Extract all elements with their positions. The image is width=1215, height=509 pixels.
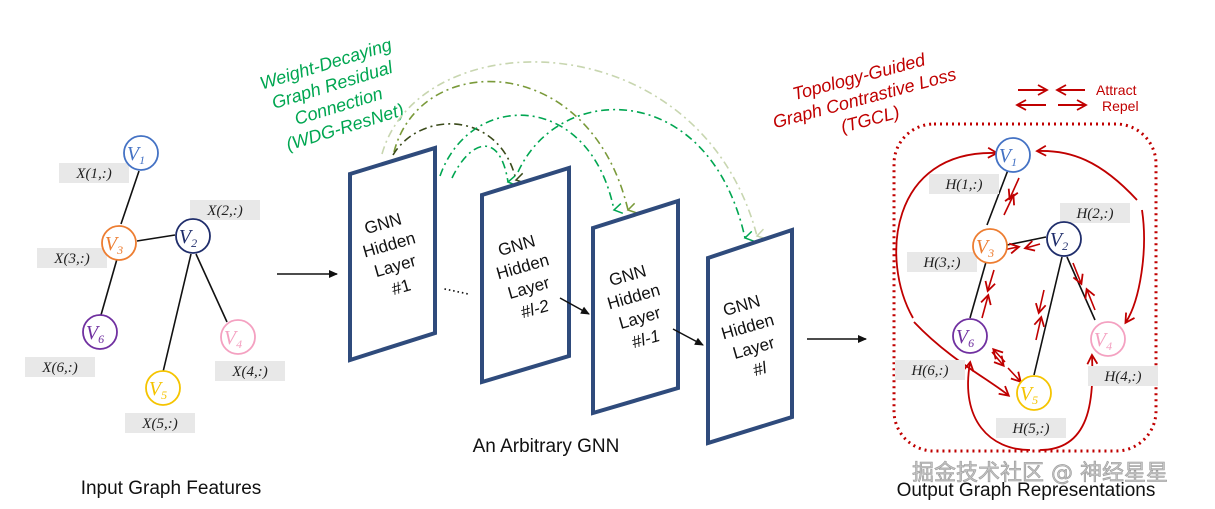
feature-x3: X(3,:) <box>37 248 107 268</box>
svg-text:H(1,:): H(1,:) <box>944 177 982 193</box>
feature-h2: H(2,:) <box>1060 203 1130 223</box>
residual-arc-green-2 <box>451 145 517 187</box>
attract-legend: Attract <box>1018 82 1137 98</box>
svg-text:V6: V6 <box>86 322 104 346</box>
arrow-l1-to-l <box>672 328 704 346</box>
output-graph-caption: Output Graph Representations <box>897 480 1156 501</box>
input-graph: X(1,:) X(2,:) X(3,:) X(6,:) X(4,:) X(5,:… <box>25 135 285 499</box>
svg-text:V3: V3 <box>976 236 994 260</box>
gnn-caption: An Arbitrary GNN <box>473 436 620 457</box>
edge-v1-v3 <box>120 170 140 225</box>
svg-text:V1: V1 <box>999 145 1017 169</box>
residual-arc-light <box>381 61 767 240</box>
svg-text:H(2,:): H(2,:) <box>1075 206 1113 222</box>
node-v4: V4 <box>220 319 256 355</box>
feature-label: X(5,:) <box>141 416 177 432</box>
svg-text:Repel: Repel <box>1102 98 1139 114</box>
input-graph-caption: Input Graph Features <box>81 478 262 499</box>
node-v3: V3 <box>101 225 137 261</box>
edge-v2-v4 <box>195 253 228 323</box>
output-node-v1: V1 <box>995 137 1031 173</box>
feature-label: X(1,:) <box>75 166 111 182</box>
svg-text:V4: V4 <box>1094 329 1112 353</box>
feature-h1: H(1,:) <box>929 174 999 194</box>
repel-arcs <box>895 144 1145 451</box>
gnn-layer-l-1: GNN Hidden Layer #l-1 <box>591 198 680 416</box>
svg-text:H(3,:): H(3,:) <box>922 255 960 271</box>
wdg-resnet-label: Weight-Decaying Graph Residual Connectio… <box>257 34 406 154</box>
svg-text:V4: V4 <box>224 327 242 351</box>
feature-label: X(6,:) <box>41 360 77 376</box>
feature-label: X(4,:) <box>231 364 267 380</box>
feature-x1: X(1,:) <box>59 163 129 183</box>
edge-v3-v6 <box>100 258 118 316</box>
svg-text:V6: V6 <box>956 326 974 350</box>
output-node-v5: V5 <box>1016 375 1052 411</box>
feature-x2: X(2,:) <box>190 200 260 220</box>
input-edges <box>100 170 228 373</box>
edge-v2-v5 <box>162 253 192 373</box>
svg-text:H(6,:): H(6,:) <box>910 363 948 379</box>
feature-h4: H(4,:) <box>1088 366 1158 386</box>
output-edges <box>969 169 1096 376</box>
residual-connections <box>381 61 767 242</box>
tgcl-legend: Attract Repel <box>1015 82 1139 114</box>
gnn-layer-1: GNN Hidden Layer #1 <box>348 145 437 363</box>
layer-ellipsis: ...... <box>442 277 472 299</box>
svg-text:V5: V5 <box>149 378 167 402</box>
output-node-v4: V4 <box>1090 321 1126 357</box>
feature-h6: H(6,:) <box>895 360 965 380</box>
svg-text:Attract: Attract <box>1096 82 1137 98</box>
node-v6: V6 <box>82 314 118 350</box>
watermark: 掘金技术社区 @ 神经星星 <box>912 461 1168 486</box>
gnn-layers: GNN Hidden Layer #1 ...... GNN Hidden La… <box>348 145 794 457</box>
residual-arc-green-3 <box>517 108 755 242</box>
svg-text:H(5,:): H(5,:) <box>1011 421 1049 437</box>
feature-x4: X(4,:) <box>215 361 285 381</box>
tgcl-boundary <box>892 122 1158 453</box>
node-v2: V2 <box>175 218 211 254</box>
feature-h3: H(3,:) <box>907 252 977 272</box>
repel-legend: Repel <box>1015 98 1139 114</box>
svg-text:#1: #1 <box>390 275 413 298</box>
svg-text:V3: V3 <box>105 233 123 257</box>
feature-x6: X(6,:) <box>25 357 95 377</box>
feature-x5: X(5,:) <box>125 413 195 433</box>
arrow-l2-to-l1 <box>559 297 590 315</box>
feature-label: X(3,:) <box>53 251 89 267</box>
output-node-v3: V3 <box>972 228 1008 264</box>
edge-force-arrows <box>980 177 1096 384</box>
feature-label: X(2,:) <box>206 203 242 219</box>
feature-h5: H(5,:) <box>996 418 1066 438</box>
svg-text:V2: V2 <box>1050 229 1068 253</box>
tgcl-label: Topology-Guided Graph Contrastive Loss (… <box>771 49 959 136</box>
residual-arc-dark <box>392 123 526 184</box>
svg-text:H(4,:): H(4,:) <box>1103 369 1141 385</box>
output-node-v6: V6 <box>952 318 988 354</box>
output-node-v2: V2 <box>1046 221 1082 257</box>
node-v5: V5 <box>145 370 181 406</box>
edge-v3-v2 <box>136 234 176 242</box>
node-v1: V1 <box>123 135 159 171</box>
output-graph: H(1,:) H(2,:) H(3,:) H(6,:) H(4,:) H(5,:… <box>892 122 1158 501</box>
svg-text:V1: V1 <box>127 143 145 167</box>
gnn-layer-l-2: GNN Hidden Layer #l-2 <box>480 165 571 385</box>
svg-text:V5: V5 <box>1020 383 1038 407</box>
gnn-layer-l: GNN Hidden Layer #l <box>706 227 794 446</box>
svg-text:V2: V2 <box>179 226 197 250</box>
residual-arc-olive <box>393 80 638 214</box>
